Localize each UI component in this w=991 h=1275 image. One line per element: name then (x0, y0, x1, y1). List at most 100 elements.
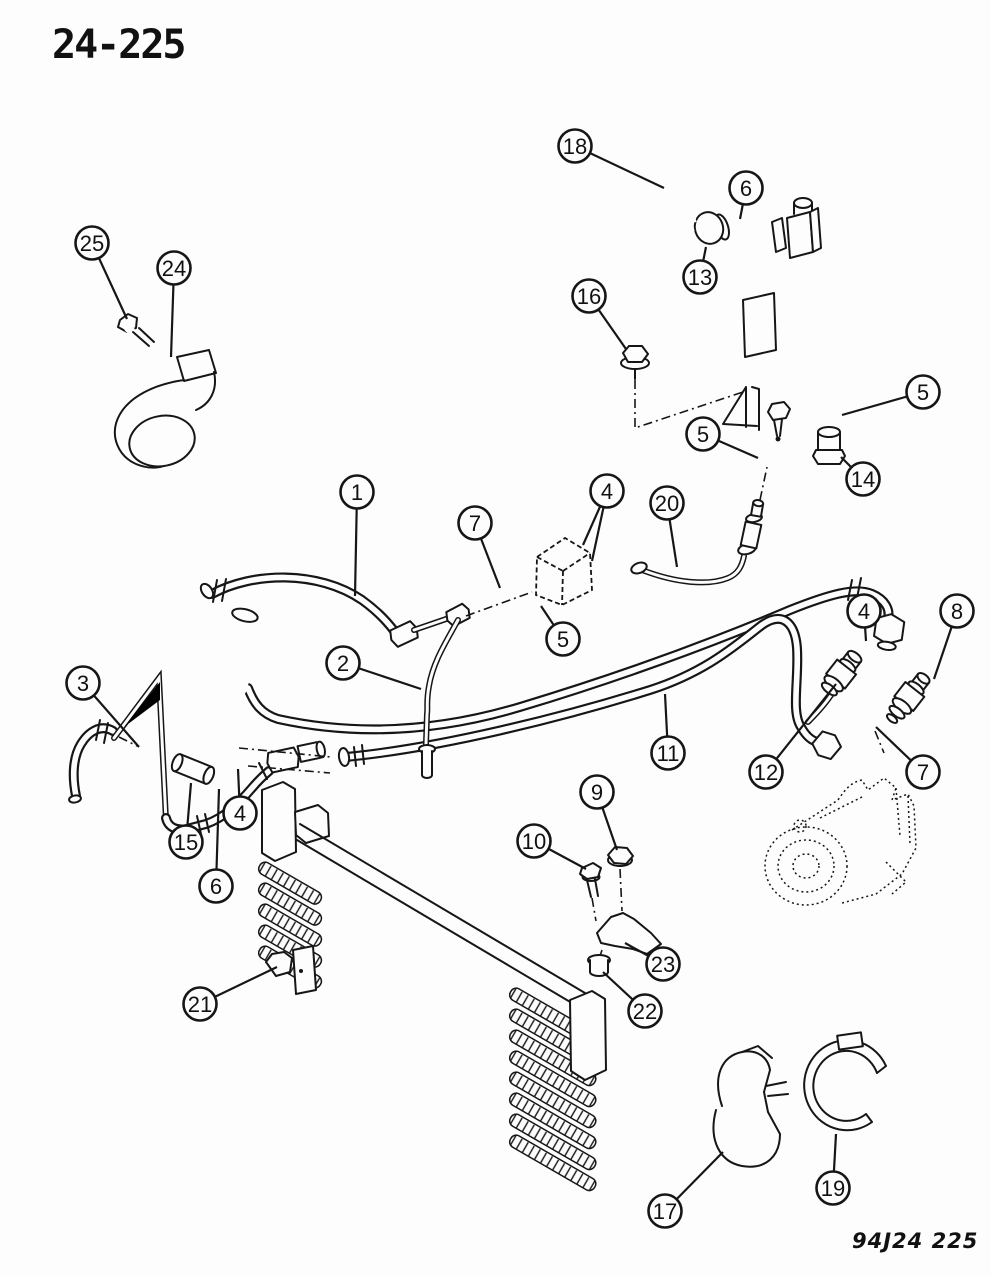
callout-13-pressure-switch[interactable]: 13 (682, 246, 718, 295)
callout-2-metal-tube[interactable]: 2 (325, 645, 422, 691)
receiver-drier-assembly (685, 197, 859, 467)
callout-3-liquid-line-hose-assembly[interactable]: 3 (65, 665, 140, 748)
svg-text:17: 17 (653, 1199, 677, 1224)
metal-tube (418, 617, 461, 779)
union-nut (296, 740, 326, 763)
hose-end-nut (811, 730, 842, 761)
callout-6-o-ring-switch-port[interactable]: 6 (728, 170, 764, 220)
svg-text:22: 22 (633, 999, 657, 1024)
svg-text:1: 1 (351, 480, 363, 505)
liquid-line-hose-assembly (68, 669, 332, 835)
svg-text:19: 19 (821, 1176, 845, 1201)
callout-4-o-ring-at-charge-valve[interactable]: 4 (846, 593, 882, 642)
svg-text:2: 2 (337, 651, 349, 676)
callout-16-flange-nut[interactable]: 16 (571, 278, 627, 350)
pressure-switch (685, 211, 730, 245)
callout-7-o-ring-center[interactable]: 7 (457, 505, 502, 589)
callout-7-o-ring-compressor-port[interactable]: 7 (875, 726, 941, 790)
svg-text:12: 12 (754, 760, 778, 785)
svg-text:5: 5 (697, 422, 709, 447)
fitting-adapter (812, 426, 846, 465)
svg-text:18: 18 (563, 134, 587, 159)
drier-inlet-tube (630, 466, 768, 586)
callout-5-o-ring-drier-outlet[interactable]: 5 (841, 374, 941, 417)
svg-text:6: 6 (740, 176, 752, 201)
callout-1-discharge-hose-with-muffler[interactable]: 1 (339, 474, 375, 597)
svg-text:14: 14 (851, 467, 875, 492)
svg-text:13: 13 (688, 265, 712, 290)
o-ring (759, 455, 776, 467)
svg-text:11: 11 (657, 741, 680, 766)
callout-23-mounting-bracket[interactable]: 23 (624, 942, 681, 982)
svg-text:25: 25 (80, 231, 104, 256)
svg-text:5: 5 (917, 380, 929, 405)
svg-text:4: 4 (234, 801, 246, 826)
union-fitting (266, 746, 300, 774)
tube-nut (445, 602, 471, 628)
charge-valve (820, 649, 863, 697)
svg-text:3: 3 (77, 671, 89, 696)
evaporator-block-fitting (465, 536, 593, 617)
tube-clamp-bracket (113, 349, 217, 469)
callout-4-o-rings-at-block-fitting[interactable]: 4 (581, 473, 625, 562)
bracket-hardware (579, 846, 662, 977)
discharge-hose-with-muffler (199, 572, 906, 735)
grommet (587, 954, 611, 977)
figure-number: 24-225 (52, 22, 185, 68)
callout-25-clamp-screw[interactable]: 25 (74, 225, 128, 320)
callout-12-charge-valve-tube[interactable]: 12 (748, 683, 837, 790)
callout-8-service-valve[interactable]: 8 (932, 593, 975, 680)
svg-text:4: 4 (601, 479, 613, 504)
svg-text:8: 8 (951, 599, 963, 624)
suction-line-nut (873, 613, 906, 651)
callout-6-o-ring-left-coupler[interactable]: 6 (198, 788, 234, 904)
svg-text:9: 9 (591, 780, 603, 805)
o-ring (817, 406, 840, 418)
callout-19-strap-clamp[interactable]: 19 (815, 1133, 851, 1206)
charge-valve-tube (805, 649, 863, 725)
plate-code: 94J24 225 (852, 1229, 978, 1253)
callout-14-fitting-adapter[interactable]: 14 (840, 456, 881, 497)
callout-5-o-ring-drier-bottom[interactable]: 5 (685, 416, 759, 460)
callout-15-threaded-coupler[interactable]: 15 (168, 782, 204, 860)
o-ring (232, 757, 243, 770)
callout-11-suction-hose[interactable]: 11 (650, 693, 686, 771)
svg-text:7: 7 (917, 760, 929, 785)
threaded-coupler (170, 753, 216, 785)
callout-20-drier-inlet-tube[interactable]: 20 (649, 485, 685, 568)
o-ring (734, 218, 744, 235)
callout-17-tube-clip[interactable]: 17 (647, 1151, 724, 1229)
svg-text:6: 6 (210, 874, 222, 899)
svg-text:21: 21 (188, 992, 212, 1017)
flange-nut (620, 345, 747, 430)
callout-5-o-ring-tube-end[interactable]: 5 (540, 605, 581, 657)
callout-21-condenser-fitting[interactable]: 21 (182, 966, 278, 1022)
o-ring (861, 641, 872, 650)
suction-hose (337, 613, 842, 767)
svg-text:23: 23 (651, 952, 675, 977)
svg-text:10: 10 (522, 829, 546, 854)
svg-text:5: 5 (557, 627, 569, 652)
callout-4-o-ring-at-coupler[interactable]: 4 (222, 768, 258, 831)
callout-10-screw[interactable]: 10 (516, 823, 587, 870)
tube-clip (712, 1045, 789, 1168)
compressor-phantom (764, 777, 917, 906)
callout-18-receiver-drier-assembly[interactable]: 18 (557, 128, 665, 189)
clamp-screw (117, 313, 155, 347)
svg-text:7: 7 (469, 511, 481, 536)
svg-text:20: 20 (655, 491, 679, 516)
mounting-bracket (596, 912, 662, 955)
receiver-drier-canister (722, 197, 859, 442)
condenser-fins-right (508, 987, 597, 1192)
svg-text:16: 16 (577, 284, 601, 309)
service-valve (885, 672, 931, 724)
callout-9-hex-nut[interactable]: 9 (579, 774, 619, 851)
tube-nut (389, 620, 419, 648)
callout-22-grommet[interactable]: 22 (602, 971, 663, 1029)
svg-text:24: 24 (162, 256, 186, 281)
callout-24-tube-clamp-bracket[interactable]: 24 (156, 250, 192, 358)
svg-text:15: 15 (174, 830, 198, 855)
